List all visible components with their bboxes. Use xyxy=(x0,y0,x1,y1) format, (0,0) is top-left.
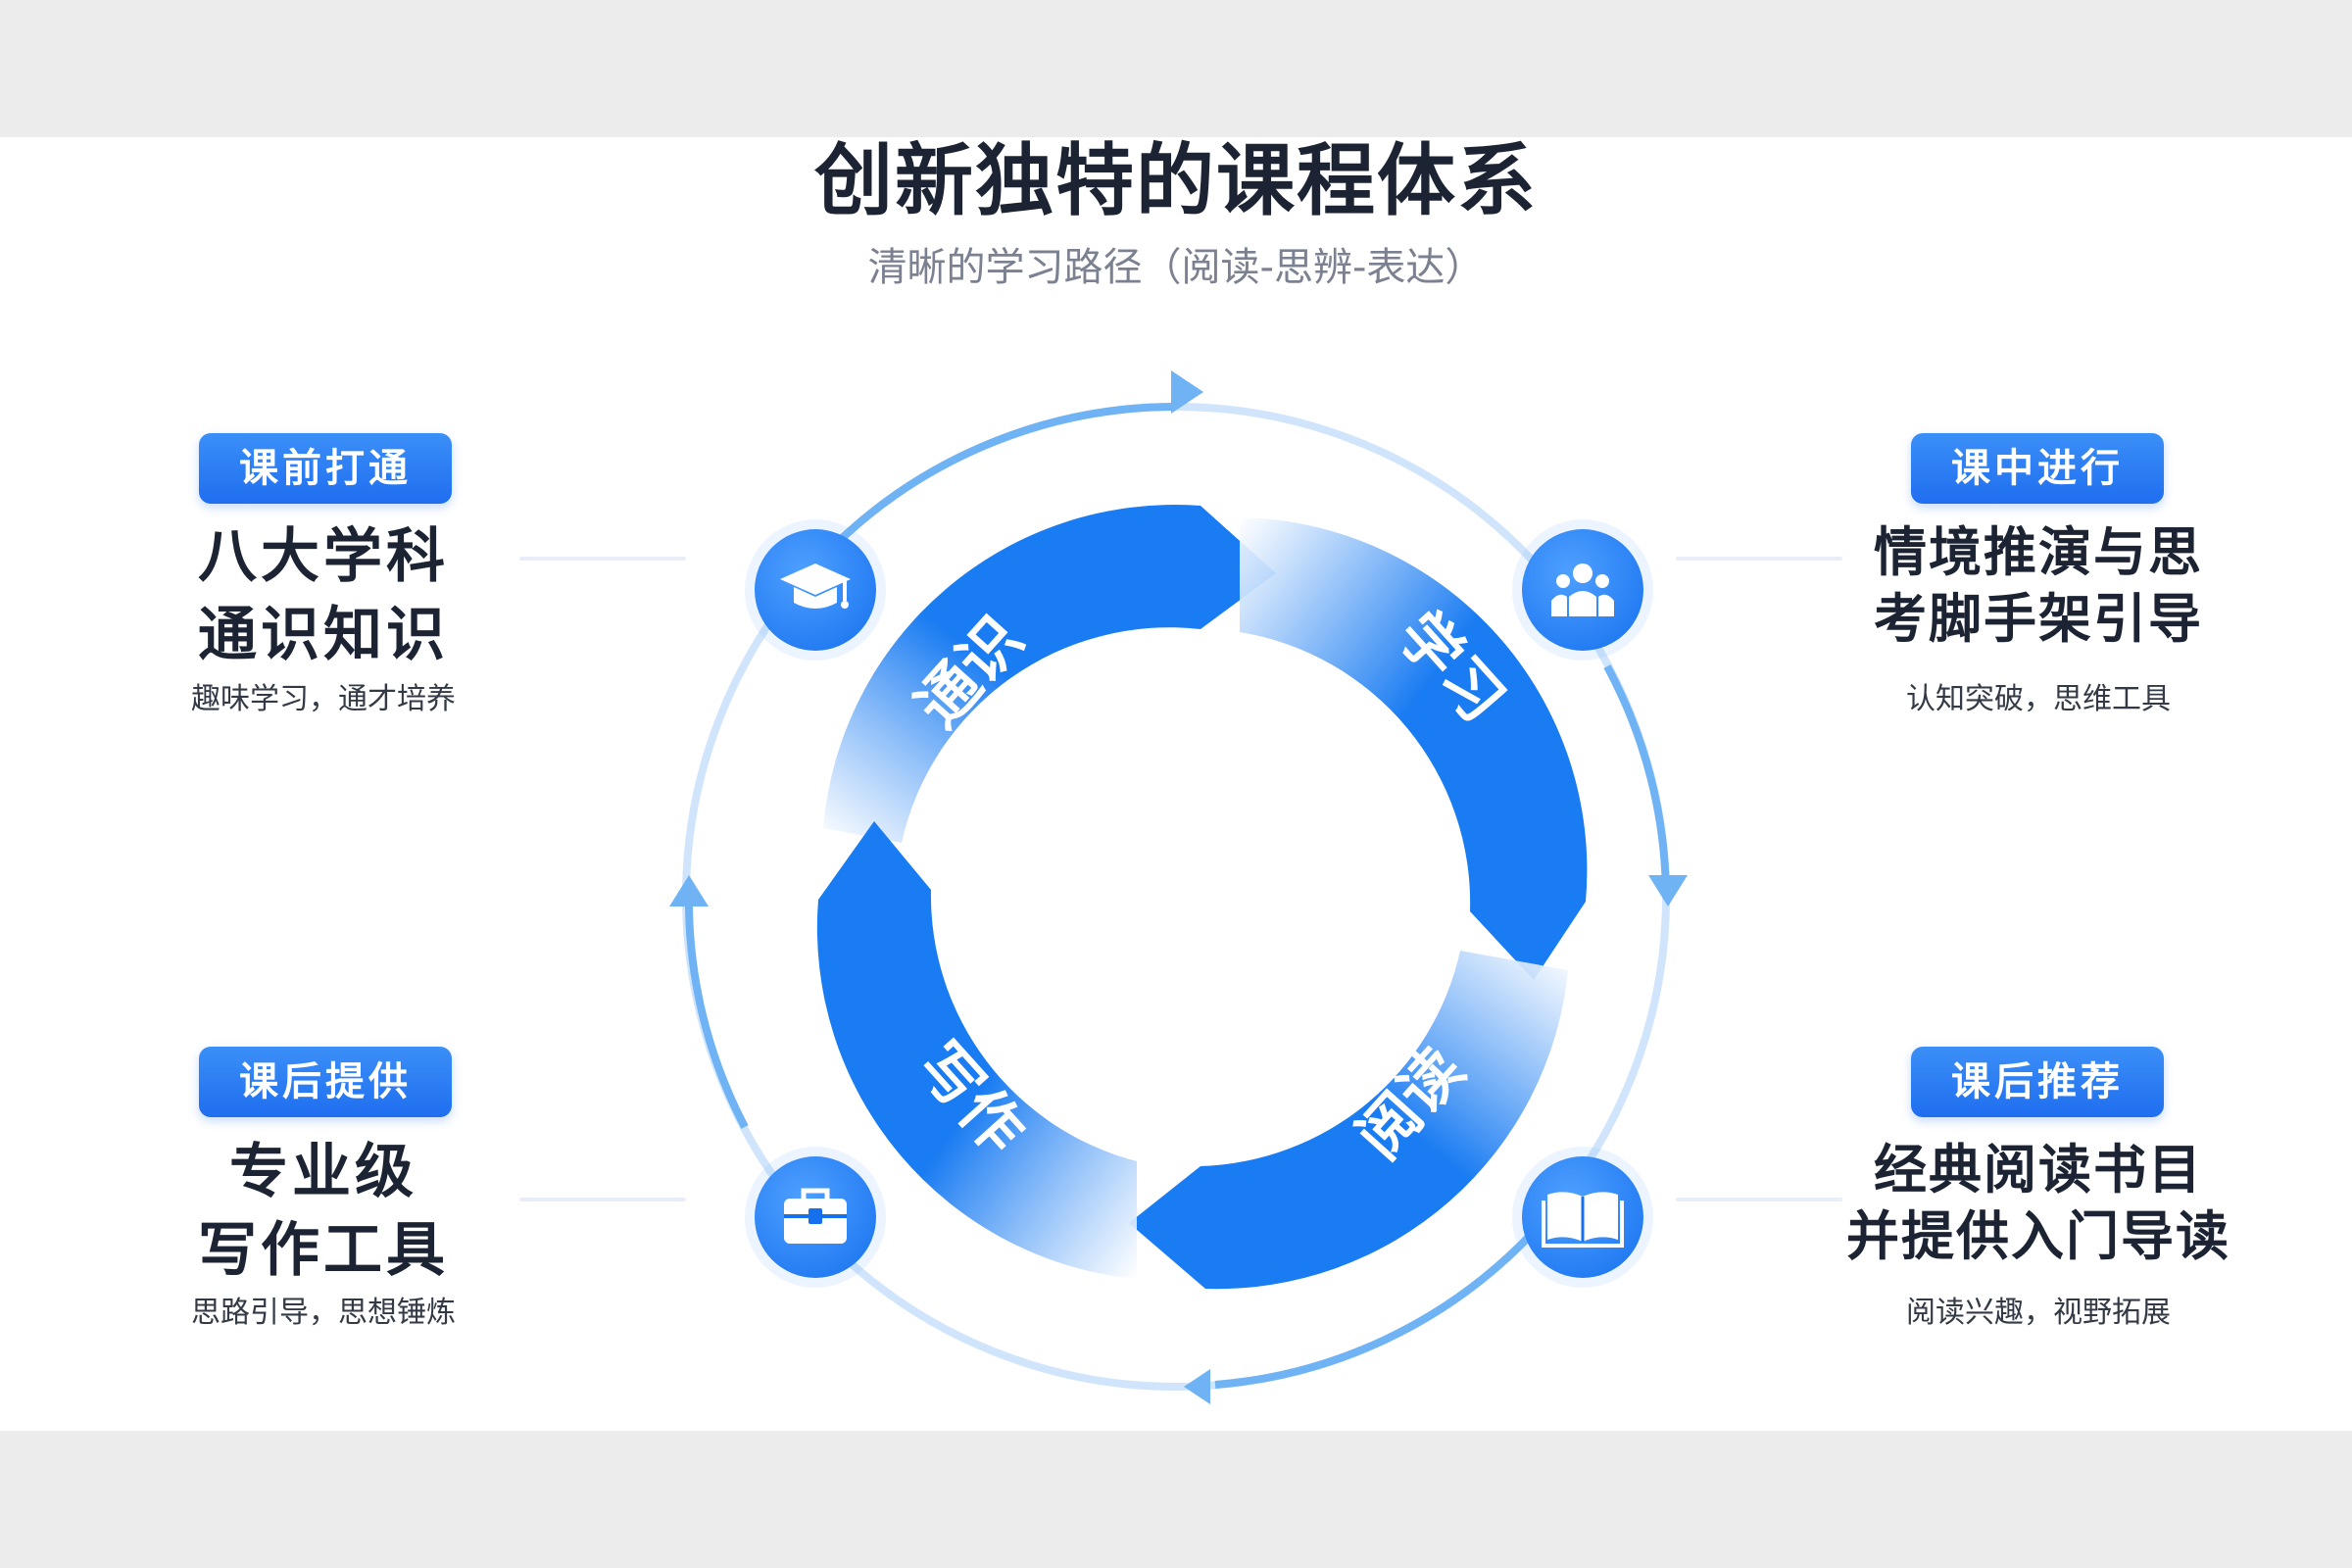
page-title: 创新独特的课程体系 xyxy=(814,137,1538,226)
badge-top-right: 课中进行 xyxy=(1911,433,2164,504)
segment-xiezuo xyxy=(816,821,1137,1279)
icon-circle-bottom-left xyxy=(755,1156,876,1278)
diagram-canvas: 创新独特的课程体系 清晰的学习路径（阅读-思辨-表达） xyxy=(0,137,2352,1431)
desc-bottom-left: 思路引导，思想锤炼 xyxy=(191,1296,456,1330)
badge-top-left: 课前打通 xyxy=(199,433,452,504)
segment-tongshi xyxy=(823,505,1276,843)
ring-arrow-bottom xyxy=(1184,1369,1210,1404)
heading-top-right-line1: 情境推演与思 xyxy=(1874,521,2203,583)
open-book-icon xyxy=(1542,1192,1624,1248)
badge-bottom-right: 课后推荐 xyxy=(1911,1047,2164,1117)
connector-bottom-left xyxy=(519,1198,686,1201)
icon-circle-top-left xyxy=(755,529,876,651)
ring-arrow-top xyxy=(1171,370,1203,414)
segment-xuexi xyxy=(1240,517,1588,980)
heading-bottom-left-line2: 写作工具 xyxy=(198,1216,449,1285)
group-people-icon xyxy=(1551,564,1614,616)
ring-arrow-right xyxy=(1648,875,1688,906)
heading-bottom-right-line1: 经典阅读书目 xyxy=(1874,1139,2203,1200)
heading-bottom-right-line2: 并提供入门导读 xyxy=(1846,1205,2230,1267)
graduation-cap-icon xyxy=(780,564,851,609)
desc-bottom-right: 阅读兴趣，视野拓展 xyxy=(1906,1296,2171,1330)
connector-top-left xyxy=(519,557,686,561)
badge-bottom-left: 课后提供 xyxy=(199,1047,452,1117)
cycle-diagram: 通识 学习 阅读 写作 xyxy=(669,370,1688,1404)
desc-top-left: 趣味学习，通才培养 xyxy=(191,682,456,716)
icon-circle-top-right xyxy=(1522,529,1643,651)
heading-top-left-line2: 通识知识 xyxy=(198,601,449,669)
connector-bottom-right xyxy=(1676,1198,1842,1201)
desc-top-right: 认知突破，思维工具 xyxy=(1906,682,2171,716)
segment-yuedu xyxy=(1129,951,1568,1290)
connector-top-right xyxy=(1676,557,1842,561)
page-subtitle: 清晰的学习路径（阅读-思辨-表达） xyxy=(867,245,1485,290)
toolbox-icon xyxy=(784,1188,847,1244)
icon-circle-bottom-right xyxy=(1522,1156,1643,1278)
ring-arrow-left xyxy=(669,875,709,906)
heading-top-right-line2: 考脚手架引导 xyxy=(1874,588,2203,650)
heading-bottom-left-line1: 专业级 xyxy=(229,1138,417,1206)
heading-top-left-line1: 八大学科 xyxy=(198,522,449,591)
